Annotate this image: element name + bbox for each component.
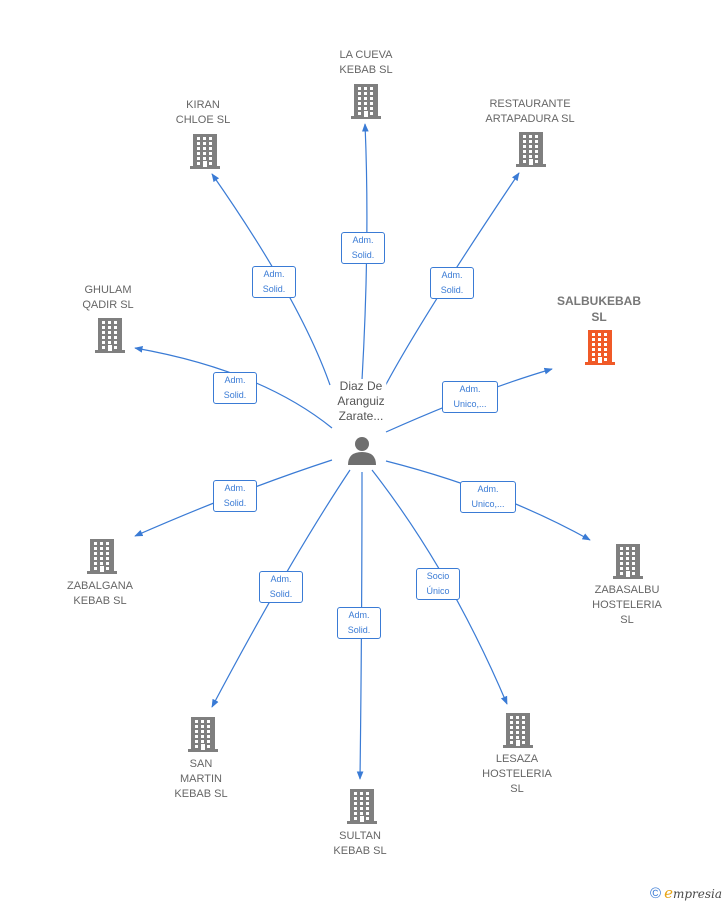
node-label-la-cueva[interactable]: LA CUEVA KEBAB SL: [339, 49, 393, 76]
node-label-san-martin[interactable]: SAN MARTIN KEBAB SL: [174, 758, 228, 800]
role-badge-ghulam: Adm. Solid.: [213, 372, 257, 404]
role-badge-zabasalbu: Adm. Unico,...: [460, 481, 516, 513]
role-badge-kiran: Adm. Solid.: [252, 266, 296, 298]
role-badge-sultan: Adm. Solid.: [337, 607, 381, 639]
building-icon: [585, 330, 615, 365]
building-icon: [351, 84, 381, 119]
building-icon: [516, 132, 546, 167]
role-badge-zabalgana: Adm. Solid.: [213, 480, 257, 512]
node-label-ghulam[interactable]: GHULAM QADIR SL: [82, 284, 134, 311]
node-label-salbukebab[interactable]: SALBUKEBAB SL: [557, 294, 641, 324]
role-badge-salbukebab: Adm. Unico,...: [442, 381, 498, 413]
brand-name: mpresia: [672, 887, 723, 901]
building-icon: [190, 134, 220, 169]
node-label-sultan[interactable]: SULTAN KEBAB SL: [333, 830, 387, 857]
node-label-zabalgana[interactable]: ZABALGANA KEBAB SL: [66, 580, 134, 607]
building-icon: [347, 789, 377, 824]
brand-watermark: ©empresia: [650, 884, 722, 902]
role-badge-san-martin: Adm. Solid.: [259, 571, 303, 603]
role-badge-restaurante: Adm. Solid.: [430, 267, 474, 299]
node-label-kiran[interactable]: KIRAN CHLOE SL: [175, 99, 231, 126]
node-label-restaurante[interactable]: RESTAURANTE ARTAPADURA SL: [485, 98, 575, 125]
role-badge-lesaza: Socio Único: [416, 568, 460, 600]
role-badge-la-cueva: Adm. Solid.: [341, 232, 385, 264]
building-icon: [87, 539, 117, 574]
building-icon: [95, 318, 125, 353]
node-label-zabasalbu[interactable]: ZABASALBU HOSTELERIA SL: [592, 584, 662, 626]
brand-logo-letter: e: [664, 884, 673, 902]
center-person-label[interactable]: Diaz De Aranguiz Zarate...: [335, 379, 387, 424]
building-icon: [613, 544, 643, 579]
building-icon: [503, 713, 533, 748]
copyright-icon: ©: [650, 885, 662, 902]
building-icon: [188, 717, 218, 752]
person-icon: [348, 437, 376, 465]
edge-restaurante: [382, 172, 520, 391]
node-label-lesaza[interactable]: LESAZA HOSTELERIA SL: [482, 753, 552, 795]
